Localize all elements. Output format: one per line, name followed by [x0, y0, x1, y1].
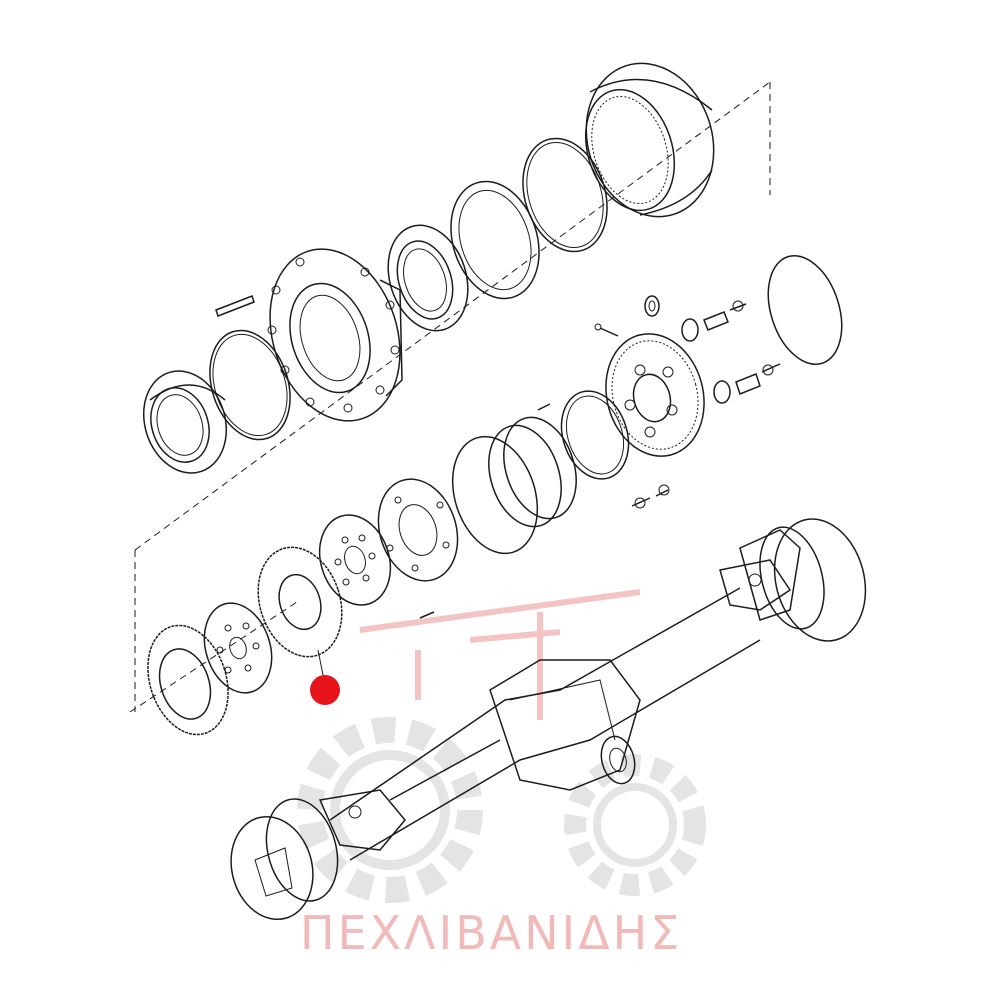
- bearing-lower: [142, 370, 228, 474]
- axle-housing: [230, 518, 867, 921]
- watermark-logo: [297, 589, 706, 903]
- ring-gear-housing: [584, 62, 715, 218]
- sun-gear-toothed: [147, 624, 229, 736]
- friction-disc-holes: [203, 602, 273, 694]
- spring-pin-lower: [713, 363, 781, 404]
- pin-small: [537, 403, 551, 411]
- bolt-washer: [631, 484, 670, 509]
- wheel-hub: [267, 248, 403, 422]
- planet-carrier: [605, 333, 705, 457]
- brake-plate-holes: [377, 478, 459, 582]
- wheel-stud: [215, 295, 255, 317]
- assembly-boundary: [129, 81, 771, 713]
- retaining-ring: [560, 390, 630, 480]
- seal-ring: [450, 180, 540, 300]
- spring-pin-upper: [681, 300, 747, 342]
- washer-small: [644, 295, 660, 317]
- watermark-text: ΠΕΧΛΙΒΑΝΙΔΗΣ: [300, 906, 683, 960]
- piston-seals: [451, 416, 577, 555]
- toothed-brake-disc: [257, 546, 343, 658]
- friction-disc-splined: [318, 514, 392, 606]
- watermark-gear-right-icon: [564, 754, 706, 896]
- screw-small: [594, 323, 619, 337]
- callout-marker[interactable]: [310, 649, 340, 705]
- screw-tiny: [419, 611, 435, 619]
- o-ring-large: [522, 137, 608, 253]
- watermark-gear-left-icon: [297, 717, 483, 903]
- bearing-upper: [387, 224, 469, 332]
- watermark-tractor-icon: [359, 589, 641, 720]
- o-ring-hub: [209, 329, 291, 441]
- large-o-ring-right: [767, 254, 843, 366]
